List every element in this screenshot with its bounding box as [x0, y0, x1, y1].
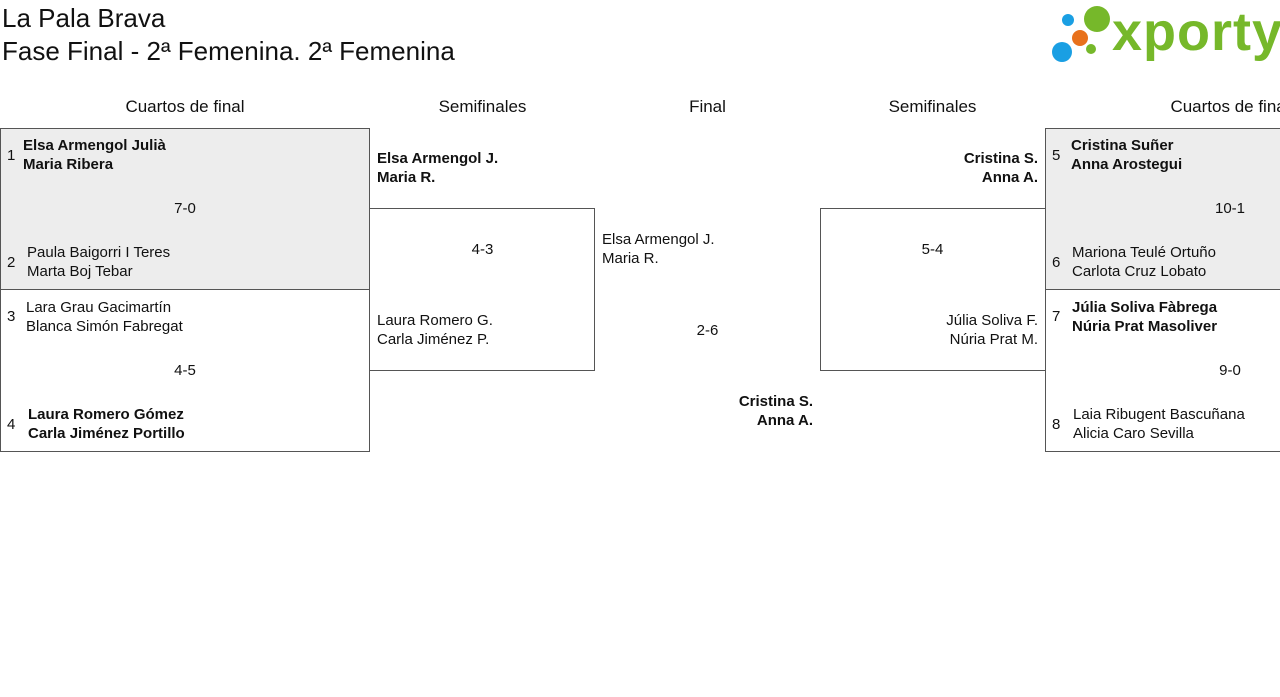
team-name: Paula Baigorri I Teres	[27, 244, 171, 261]
logo-dot-blue-large-icon	[1052, 42, 1072, 62]
team-name: Cristina S.	[738, 393, 813, 410]
logo-dot-orange-icon	[1072, 30, 1088, 46]
team-name: Lara Grau Gacimartín	[26, 299, 172, 316]
team-name: Núria Prat M.	[949, 331, 1038, 348]
logo-dot-green-small-icon	[1086, 44, 1096, 54]
phase-title: Fase Final - 2ª Femenina. 2ª Femenina	[2, 36, 455, 66]
seed-number: 5	[1052, 147, 1061, 164]
seed-number: 6	[1052, 254, 1061, 271]
team-name: Núria Prat Masoliver	[1072, 318, 1218, 335]
team-name: Alicia Caro Sevilla	[1073, 425, 1194, 442]
seed-number: 1	[7, 147, 16, 164]
match-score: 4-5	[174, 362, 196, 379]
team-name: Laura Romero G.	[377, 312, 493, 329]
match-score: 10-1	[1214, 200, 1246, 217]
round-header-final: Final	[689, 97, 726, 116]
team-name: Elsa Armengol Julià	[23, 137, 166, 154]
team-name: Laura Romero Gómez	[28, 406, 184, 423]
team-name: Blanca Simón Fabregat	[26, 318, 183, 335]
match-score: 4-3	[471, 241, 494, 258]
xporty-logo[interactable]: xporty	[1050, 2, 1280, 68]
seed-number: 4	[7, 416, 16, 433]
team-name: Anna A.	[756, 412, 813, 429]
team-name: Mariona Teulé Ortuño	[1072, 244, 1216, 261]
logo-dot-blue-icon	[1062, 14, 1074, 26]
team-name: Elsa Armengol J.	[377, 150, 499, 167]
team-name: Cristina Suñer	[1071, 137, 1174, 154]
logo-dot-green-icon	[1084, 6, 1110, 32]
seed-number: 8	[1052, 416, 1061, 433]
team-name: Cristina S.	[963, 150, 1038, 167]
match-score: 9-0	[1219, 362, 1241, 379]
team-name: Maria R.	[602, 250, 659, 267]
final-score[interactable]: 2-6	[696, 322, 719, 339]
round-header-right-semis: Semifinales	[888, 97, 977, 116]
team-name: Anna A.	[981, 169, 1038, 186]
quarter-match-4[interactable]	[1045, 289, 1280, 452]
team-name: Carla Jiménez Portillo	[28, 425, 185, 442]
round-header-left-semis: Semifinales	[438, 97, 527, 116]
quarter-match-3[interactable]	[1045, 128, 1280, 290]
team-name: Carla Jiménez P.	[377, 331, 490, 348]
seed-number: 7	[1052, 308, 1061, 325]
seed-number: 3	[7, 308, 16, 325]
match-score: 5-4	[921, 241, 944, 258]
team-name: Júlia Soliva F.	[946, 312, 1038, 329]
team-name: Carlota Cruz Lobato	[1072, 263, 1207, 280]
team-name: Maria Ribera	[23, 156, 114, 173]
team-name: Maria R.	[377, 169, 436, 186]
team-name: Marta Boj Tebar	[27, 263, 133, 280]
round-header-right-quarters: Cuartos de final	[1170, 97, 1280, 116]
semifinal-match-left[interactable]	[369, 208, 595, 371]
quarter-match-1[interactable]	[0, 128, 370, 290]
logo-wordmark: xporty	[1112, 2, 1280, 62]
team-name: Elsa Armengol J.	[602, 231, 715, 248]
round-header-left-quarters: Cuartos de final	[125, 97, 245, 116]
seed-number: 2	[7, 254, 16, 271]
match-score: 7-0	[174, 200, 196, 217]
team-name: Júlia Soliva Fàbrega	[1072, 299, 1218, 316]
club-title: La Pala Brava	[2, 3, 166, 33]
team-name: Anna Arostegui	[1071, 156, 1183, 173]
team-name: Laia Ribugent Bascuñana	[1073, 406, 1245, 423]
